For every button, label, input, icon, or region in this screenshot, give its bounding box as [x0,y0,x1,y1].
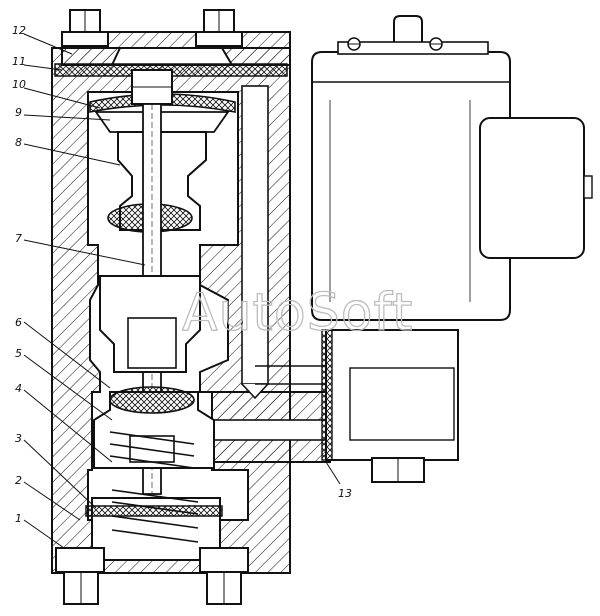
top-right-nut [195,9,243,47]
middle-guide [99,275,201,373]
callout-10: 10 [12,78,26,91]
callout-13: 13 [338,487,352,500]
top-stem-nut [131,69,173,105]
flange-gasket-13 [321,329,333,461]
callout-7: 7 [15,232,22,245]
callout-5: 5 [15,347,22,360]
callout-labels: 12 11 10 9 8 7 6 5 4 3 2 1 13 [12,24,352,525]
callout-3: 3 [15,432,22,445]
callout-9: 9 [15,106,22,119]
upper-piston [107,131,207,233]
callout-1: 1 [15,512,22,525]
callout-8: 8 [15,136,22,149]
solenoid-adapter [325,329,459,483]
top-left-nut [61,9,109,47]
lower-valve [93,386,215,469]
connector-box [479,117,593,259]
terminal-cap [337,15,489,55]
callout-12: 12 [12,24,26,37]
callout-11: 11 [12,55,26,68]
callout-2: 2 [15,474,22,487]
leader-lines [23,33,341,549]
solenoid-housing [311,51,511,321]
callout-6: 6 [15,316,22,329]
callout-4: 4 [15,382,22,395]
upper-spring [109,431,195,469]
spring-seat [85,505,223,517]
watermark-text: AutoSoft [182,283,413,343]
bottom-right-nut [199,547,249,605]
bottom-left-nut [55,547,105,605]
